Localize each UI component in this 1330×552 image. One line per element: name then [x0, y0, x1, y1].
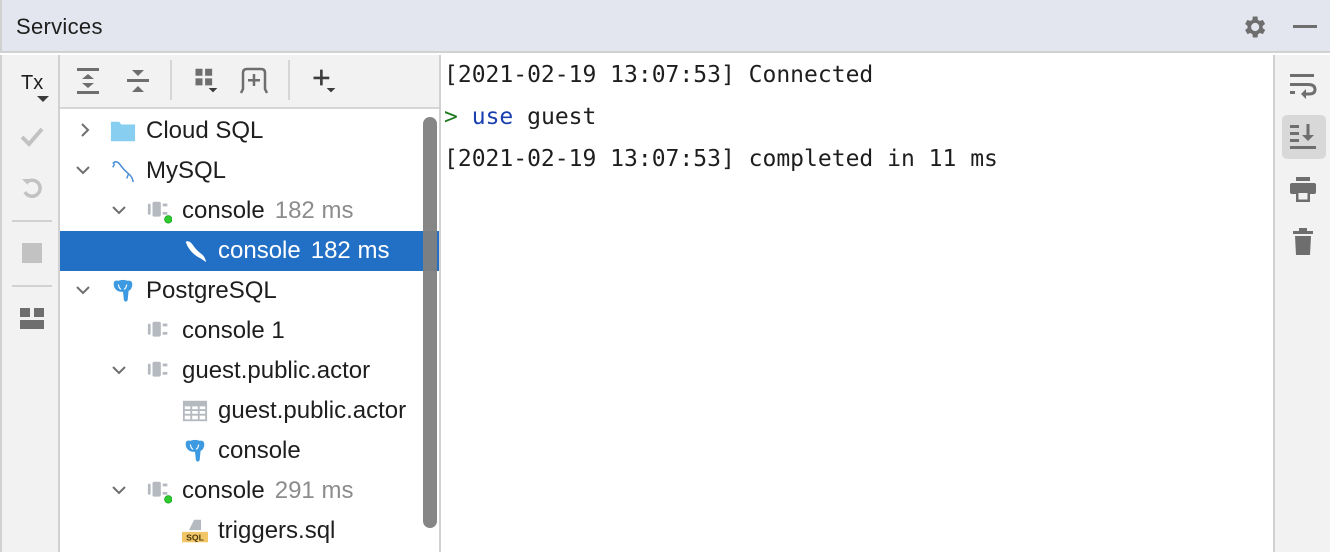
expand-all-icon[interactable]	[72, 67, 104, 95]
tree-item-label: console	[218, 237, 301, 264]
separator	[12, 285, 52, 287]
dropdown-arrow-icon	[37, 96, 49, 102]
console-line: > use guest	[444, 104, 596, 130]
tree-item-label: MySQL	[146, 157, 227, 184]
commit-icon[interactable]	[19, 123, 45, 149]
tree-item-label: guest.public.actor	[218, 397, 407, 424]
postgresql-console-icon	[185, 439, 205, 462]
layout-icon[interactable]	[20, 308, 44, 330]
table-icon	[182, 400, 208, 422]
tree-item-actor-session[interactable]: guest.public.actor	[60, 351, 439, 391]
mysql-console-icon	[185, 241, 207, 263]
prompt-symbol: >	[444, 104, 458, 130]
tree-scrollbar[interactable]	[423, 117, 437, 528]
session-icon	[147, 321, 168, 337]
chevron-down-icon[interactable]	[74, 161, 92, 179]
separator	[288, 60, 290, 100]
mysql-icon	[112, 160, 134, 183]
tree-item-mysql-console[interactable]: console 182 ms	[60, 231, 439, 271]
clear-all-icon[interactable]	[1288, 227, 1318, 257]
tool-window-title: Services	[16, 14, 103, 39]
tx-mode-dropdown[interactable]: Tx	[21, 72, 44, 94]
transaction-toolbar: Tx	[0, 55, 60, 552]
folder-icon	[110, 121, 136, 142]
session-icon	[147, 361, 168, 377]
new-tab-icon[interactable]	[238, 67, 270, 95]
separator	[12, 220, 52, 222]
scroll-to-end-icon[interactable]	[1288, 122, 1318, 152]
tree-item-postgres-console[interactable]: console	[60, 431, 439, 471]
postgresql-icon	[113, 279, 133, 302]
services-tree-panel: Cloud SQL MySQL console 182 ms	[60, 55, 441, 552]
console-line: [2021-02-19 13:07:53] Connected	[444, 62, 874, 88]
console-toolbar	[1273, 55, 1330, 552]
tree-toolbar	[60, 55, 439, 109]
tree-item-label: Cloud SQL	[146, 117, 264, 144]
tree-item-label: console 1	[182, 317, 285, 344]
tree-item-label: guest.public.actor	[182, 357, 371, 384]
print-icon[interactable]	[1288, 175, 1318, 205]
command-argument: guest	[527, 104, 597, 130]
console-line: [2021-02-19 13:07:53] completed in 11 ms	[444, 146, 998, 172]
chevron-right-icon[interactable]	[76, 121, 94, 139]
tree-item-mysql[interactable]: MySQL	[60, 151, 439, 191]
session-connected-icon	[147, 481, 172, 504]
minimize-icon[interactable]	[1293, 25, 1317, 28]
tree-item-label: console	[218, 437, 301, 464]
tree-item-mysql-session[interactable]: console 182 ms	[60, 191, 439, 231]
collapse-all-icon[interactable]	[122, 67, 154, 95]
tree-item-label: PostgreSQL	[146, 277, 277, 304]
services-tree: Cloud SQL MySQL console 182 ms	[60, 111, 439, 552]
tree-item-postgresql[interactable]: PostgreSQL	[60, 271, 439, 311]
svg-text:SQL: SQL	[186, 533, 205, 543]
session-connected-icon	[147, 201, 172, 224]
add-service-icon[interactable]	[308, 67, 340, 95]
gear-icon[interactable]	[1240, 13, 1268, 41]
tree-item-actor-table[interactable]: guest.public.actor	[60, 391, 439, 431]
separator	[170, 60, 172, 100]
chevron-down-icon[interactable]	[110, 361, 128, 379]
tree-item-label: console	[182, 477, 265, 504]
tree-item-label: triggers.sql	[218, 517, 336, 544]
soft-wrap-icon[interactable]	[1288, 70, 1318, 100]
chevron-down-icon[interactable]	[110, 201, 128, 219]
tree-item-duration: 182 ms	[274, 197, 354, 224]
chevron-down-icon[interactable]	[110, 481, 128, 499]
sql-keyword: use	[471, 104, 514, 130]
chevron-down-icon[interactable]	[74, 281, 92, 299]
tree-item-duration: 291 ms	[274, 477, 354, 504]
tree-item-cloud-sql[interactable]: Cloud SQL	[60, 111, 439, 151]
tree-item-triggers-sql[interactable]: SQL triggers.sql	[60, 511, 439, 551]
rollback-icon[interactable]	[19, 175, 45, 201]
tree-item-console-1[interactable]: console 1	[60, 311, 439, 351]
tree-item-duration: 182 ms	[310, 237, 390, 264]
console-output[interactable]: [2021-02-19 13:07:53] Connected > use gu…	[441, 55, 1273, 552]
tree-item-postgres-session[interactable]: console 291 ms	[60, 471, 439, 511]
tool-window-header: Services	[0, 0, 1330, 53]
tree-item-label: console	[182, 197, 265, 224]
sql-file-icon: SQL	[182, 519, 208, 543]
stop-icon[interactable]	[22, 243, 42, 263]
group-by-icon[interactable]	[190, 67, 222, 95]
